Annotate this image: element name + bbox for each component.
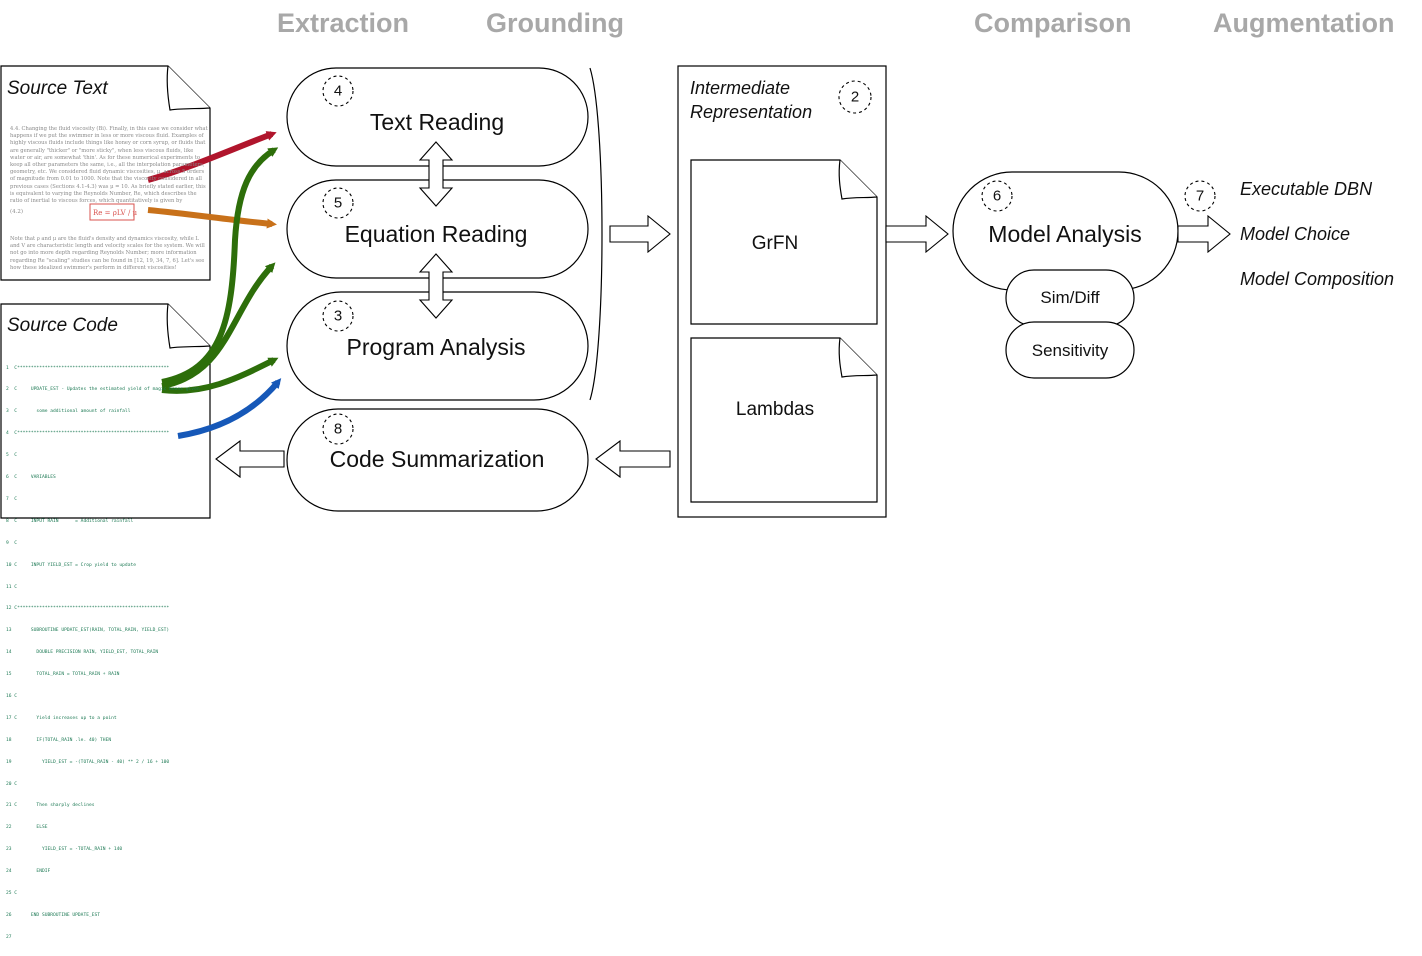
code-line: 21 C Then sharply declines bbox=[6, 803, 95, 809]
stage-label-extraction: Extraction bbox=[277, 8, 410, 38]
code-line: 7 C bbox=[6, 496, 18, 502]
stage-label-grounding: Grounding bbox=[486, 8, 624, 38]
source-text-document bbox=[0, 65, 211, 281]
grfn-label: GrFN bbox=[751, 233, 799, 254]
source-code-title: Source Code bbox=[7, 315, 118, 336]
num-circle-4 bbox=[322, 75, 354, 107]
pipeline-diagram: Re = ρLV / μ bbox=[0, 8, 1395, 940]
code-line: 22 ELSE bbox=[6, 825, 48, 831]
code-line: 17 C Yield increases up to a point bbox=[6, 715, 117, 721]
sensitivity-label: Sensitivity bbox=[1031, 341, 1109, 360]
code-line: 3 C some additional amount of rainfall bbox=[6, 409, 131, 415]
stage-label-comparison: Comparison bbox=[974, 8, 1132, 38]
step-number-6: 6 bbox=[992, 187, 1002, 205]
output-model-choice: Model Choice bbox=[1240, 224, 1351, 244]
orange-equation-arrow bbox=[147, 207, 277, 229]
num-circle-2 bbox=[838, 80, 872, 114]
green-code-to-program-arrow bbox=[161, 357, 279, 394]
ir-title-line-1: Intermediate bbox=[690, 78, 791, 98]
code-line: 14 DOUBLE PRECISION RAIN, YIELD_EST, TOT… bbox=[6, 650, 159, 656]
num-circle-3 bbox=[322, 300, 354, 332]
equation-program-double-arrow bbox=[418, 253, 454, 319]
code-line: 26 END SUBROUTINE UPDATE_EST bbox=[6, 912, 101, 918]
code-line: 2 C UPDATE_EST - Updates the estimated y… bbox=[6, 387, 200, 393]
equation-box bbox=[89, 203, 135, 221]
num-circle-6 bbox=[981, 180, 1013, 212]
to-code-summarization-arrow bbox=[595, 439, 671, 479]
stage-label-augmentation: Augmentation bbox=[1213, 8, 1395, 38]
code-line: 20 C bbox=[6, 781, 18, 787]
code-line: 6 C VARIABLES bbox=[6, 475, 56, 481]
to-model-analysis-arrow bbox=[885, 214, 949, 254]
to-outputs-arrow bbox=[1177, 214, 1231, 254]
text-equation-double-arrow bbox=[418, 141, 454, 207]
lambdas-page-curl bbox=[838, 337, 878, 378]
grounding-brace bbox=[589, 67, 603, 401]
green-code-to-equation-arrow bbox=[161, 262, 276, 389]
step-number-8: 8 bbox=[333, 420, 343, 438]
code-line: 9 C bbox=[6, 540, 18, 546]
source-text-paragraph-2: Note that ρ and μ are the fluid's densit… bbox=[10, 236, 205, 271]
lambdas-label: Lambdas bbox=[735, 399, 815, 420]
code-line: 5 C bbox=[6, 453, 18, 459]
step-number-2: 2 bbox=[850, 88, 860, 106]
equation-reading-label: Equation Reading bbox=[344, 221, 528, 247]
sensitivity-pill bbox=[1005, 321, 1135, 379]
ir-title-line-2: Representation bbox=[690, 102, 813, 122]
lambdas-document bbox=[690, 337, 878, 503]
code-line: 12 C************************************… bbox=[6, 606, 170, 612]
text-reading-label: Text Reading bbox=[369, 109, 505, 135]
sim-diff-label: Sim/Diff bbox=[1040, 288, 1100, 307]
source-text-title: Source Text bbox=[7, 78, 108, 99]
code-line: 15 TOTAL_RAIN = TOTAL_RAIN + RAIN bbox=[6, 672, 120, 678]
equation-glyph: Re = ρLV / μ bbox=[93, 209, 138, 217]
output-model-composition: Model Composition bbox=[1240, 269, 1395, 289]
step-number-4: 4 bbox=[333, 82, 343, 100]
code-line: 1 C*************************************… bbox=[6, 365, 170, 371]
step-number-7: 7 bbox=[1195, 187, 1205, 205]
source-text-page-curl bbox=[166, 65, 211, 111]
grfn-document bbox=[690, 159, 878, 325]
code-line: 8 C INPUT RAIN = Additional rainfall bbox=[6, 518, 134, 524]
code-line: 27 bbox=[6, 934, 12, 940]
diagram-shapes: Re = ρLV / μ bbox=[0, 65, 1231, 519]
to-ir-arrow bbox=[609, 214, 671, 254]
source-text-equation-label: (4.2) bbox=[10, 209, 24, 215]
summarization-output-arrow bbox=[215, 439, 285, 479]
source-code-document bbox=[0, 303, 211, 519]
green-code-to-text-arrow bbox=[161, 147, 279, 385]
source-text-paragraph-1: 4.4. Changing the fluid viscosity (Bi). … bbox=[10, 126, 208, 204]
code-line: 10 C INPUT YIELD_EST = Crop yield to upd… bbox=[6, 562, 136, 568]
source-code-page-curl bbox=[166, 303, 211, 349]
code-summarization-label: Code Summarization bbox=[329, 446, 545, 472]
code-line: 19 YIELD_EST = -(TOTAL_RAIN - 40) ** 2 /… bbox=[6, 759, 170, 765]
step-number-3: 3 bbox=[333, 307, 343, 325]
output-executable-dbn: Executable DBN bbox=[1240, 179, 1373, 199]
red-text-arrow bbox=[147, 131, 277, 183]
code-summarization-pill bbox=[286, 408, 589, 512]
code-line: 18 IF(TOTAL_RAIN .le. 40) THEN bbox=[6, 737, 112, 743]
model-analysis-label: Model Analysis bbox=[988, 221, 1142, 247]
program-analysis-label: Program Analysis bbox=[346, 334, 526, 360]
step-number-5: 5 bbox=[333, 194, 343, 212]
code-line: 16 C bbox=[6, 693, 18, 699]
code-line: 24 ENDIF bbox=[6, 869, 51, 875]
blue-code-to-program-arrow bbox=[177, 378, 282, 439]
code-line: 13 SUBROUTINE UPDATE_EST(RAIN, TOTAL_RAI… bbox=[6, 628, 170, 634]
code-line: 23 YIELD_EST = -TOTAL_RAIN + 140 bbox=[6, 847, 123, 853]
num-circle-8 bbox=[322, 413, 354, 445]
num-circle-7 bbox=[1184, 180, 1216, 212]
code-line: 11 C bbox=[6, 584, 18, 590]
num-circle-5 bbox=[322, 187, 354, 219]
grfn-page-curl bbox=[838, 159, 878, 200]
code-line: 4 C*************************************… bbox=[6, 431, 170, 437]
code-line: 25 C bbox=[6, 890, 18, 896]
source-code-listing: 1 C*************************************… bbox=[6, 350, 202, 956]
